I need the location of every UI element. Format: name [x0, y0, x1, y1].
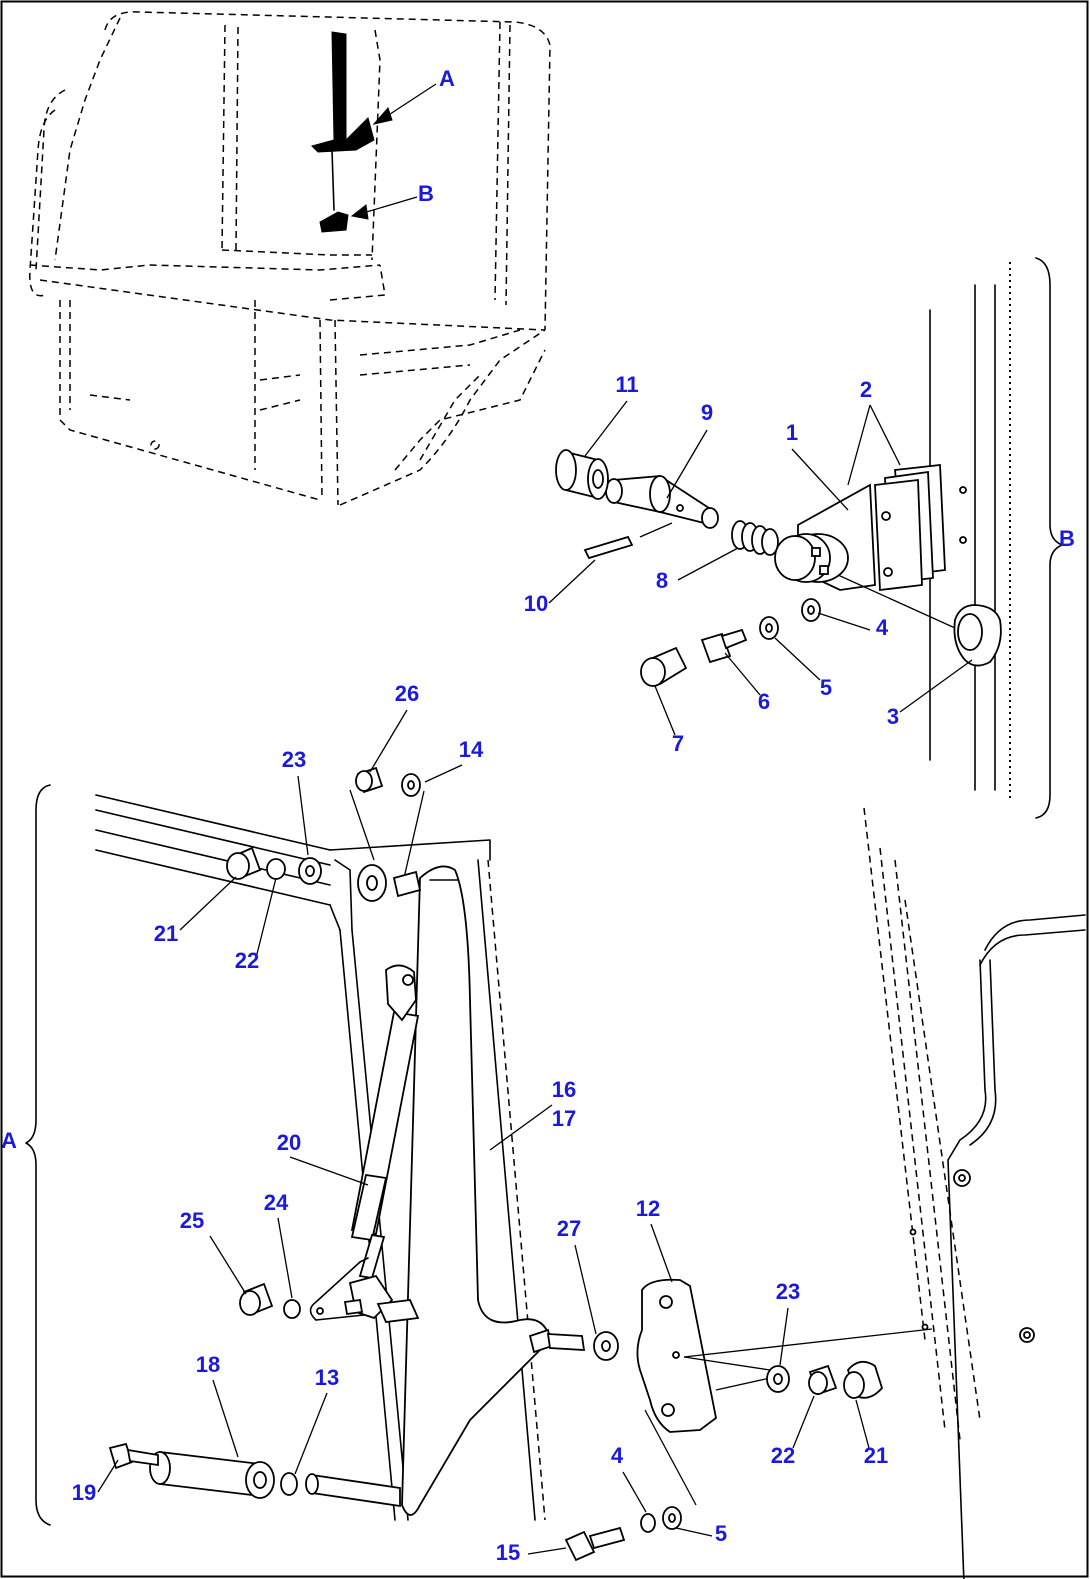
callout-p18: 18: [196, 1352, 220, 1377]
callout-B_side: B: [1059, 526, 1075, 551]
callout-p14: 14: [459, 737, 484, 762]
callout-p6: 6: [758, 689, 770, 714]
callout-p27: 27: [557, 1216, 581, 1241]
callout-p26: 26: [395, 681, 419, 706]
callout-p5a: 5: [820, 675, 832, 700]
callout-p4a: 4: [876, 615, 889, 640]
detail-b: [548, 257, 1063, 819]
callout-p11: 11: [615, 372, 638, 397]
callout-p4b: 4: [611, 1443, 624, 1468]
callout-p12: 12: [636, 1196, 660, 1221]
callout-p1: 1: [786, 420, 798, 445]
callout-p15: 15: [496, 1540, 520, 1565]
callout-p21b: 21: [864, 1443, 888, 1468]
callout-p19: 19: [72, 1480, 96, 1505]
bracket-b: [1035, 257, 1063, 819]
callout-A_side: A: [1, 1128, 17, 1153]
callout-p22a: 22: [235, 948, 259, 973]
callout-B_top: B: [418, 181, 434, 206]
callout-p3: 3: [887, 704, 899, 729]
callout-p25: 25: [180, 1208, 204, 1233]
callout-A_top: A: [439, 66, 455, 91]
callout-p16: 16: [552, 1077, 576, 1102]
callout-p8: 8: [656, 568, 668, 593]
callout-p7: 7: [672, 731, 684, 756]
callout-p10: 10: [524, 591, 548, 616]
callout-p17: 17: [552, 1106, 576, 1131]
callout-p20: 20: [277, 1130, 301, 1155]
callout-p13: 13: [315, 1365, 339, 1390]
callout-p24: 24: [264, 1190, 289, 1215]
callout-p22b: 22: [771, 1443, 795, 1468]
callout-p2: 2: [860, 377, 872, 402]
callout-p9: 9: [701, 400, 713, 425]
callout-p23b: 23: [776, 1279, 800, 1304]
bracket-a: [25, 784, 51, 1526]
callout-p23a: 23: [282, 747, 306, 772]
callout-p21a: 21: [154, 921, 178, 946]
detail-a: [25, 709, 1086, 1579]
cab-overview: [29, 11, 551, 506]
callout-p5b: 5: [715, 1521, 727, 1546]
